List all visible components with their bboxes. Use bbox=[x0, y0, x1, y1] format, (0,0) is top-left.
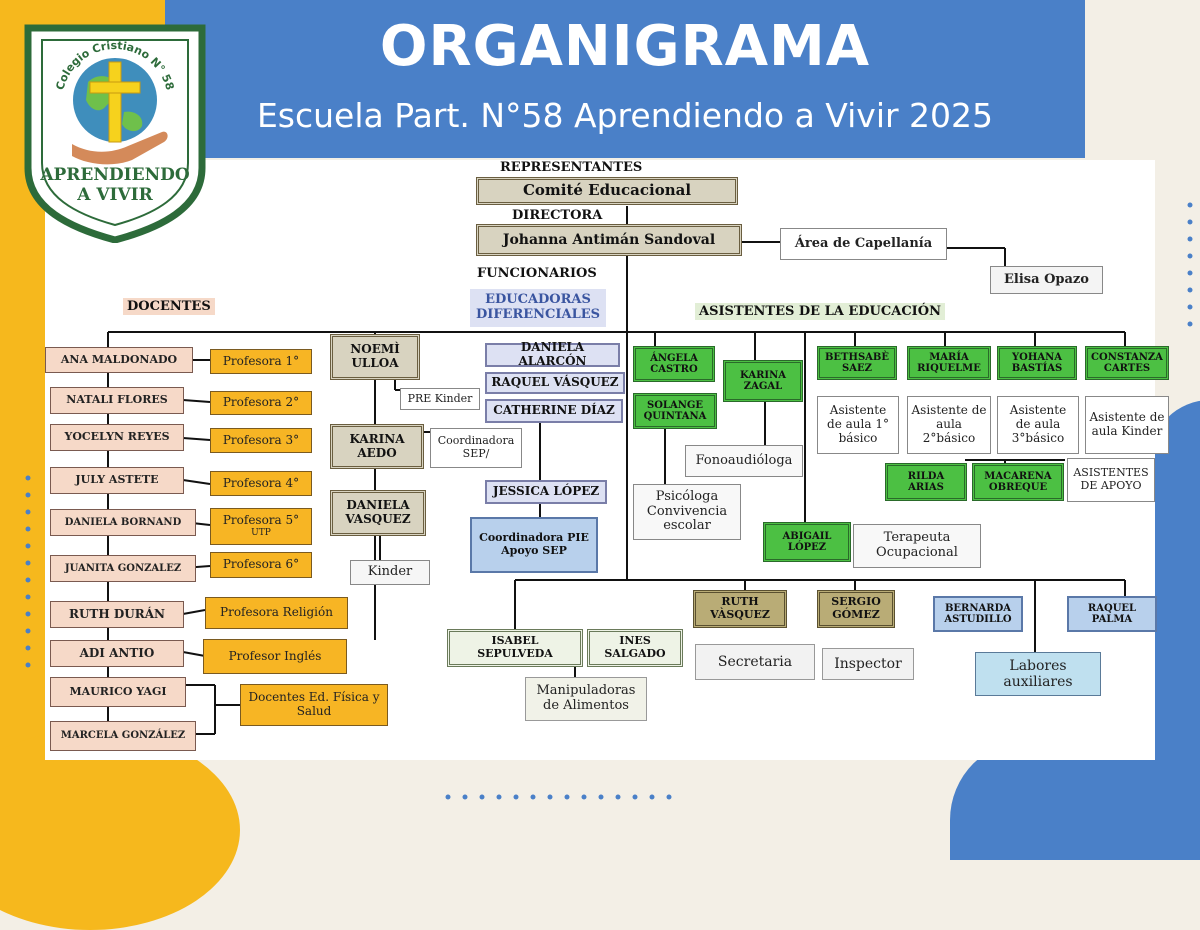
docente-role-6: Profesora 6° bbox=[210, 552, 312, 578]
docente-name-10: MARCELA GONZÁLEZ bbox=[50, 721, 196, 751]
aula-role-1: Asistente de aula 1° básico bbox=[817, 396, 899, 454]
page-subtitle: Escuela Part. N°58 Aprendiendo a Vivir 2… bbox=[256, 96, 994, 135]
docente-name-6: JUANITA GONZALEZ bbox=[50, 555, 196, 582]
capellan-box: Elisa Opazo bbox=[990, 266, 1103, 294]
docente-role-7: Profesora Religión bbox=[205, 597, 348, 629]
capellania-box: Área de Capellanía bbox=[780, 228, 947, 260]
daniela-vasquez-box: DANIELA VASQUEZ bbox=[330, 490, 426, 536]
educadora-4: JESSICA LÓPEZ bbox=[485, 480, 607, 504]
macarena-box: MACARENA OBREQUE bbox=[972, 463, 1064, 501]
section-asistentes: ASISTENTES DE LA EDUCACIÓN bbox=[695, 303, 945, 320]
raquel-palma-box: RAQUEL PALMA bbox=[1067, 596, 1157, 632]
section-educadoras: EDUCADORAS DIFERENCIALES bbox=[470, 289, 606, 327]
docente-role-5: Profesora 5° UTP bbox=[210, 508, 312, 545]
educadora-1: DANIELA ALARCÓN bbox=[485, 340, 620, 368]
docente-name-3: YOCELYN REYES bbox=[50, 424, 184, 451]
aula-name-1: BETHSABÈ SAEZ bbox=[817, 346, 897, 380]
docente-name-2: NATALI FLORES bbox=[50, 387, 184, 414]
rilda-box: RILDA ARIAS bbox=[885, 463, 967, 501]
solange-box: SOLANGE QUINTANA bbox=[633, 393, 717, 429]
docente-name-1: ANA MALDONADO bbox=[45, 347, 193, 373]
org-chart: REPRESENTANTES DIRECTORA FUNCIONARIOS DO… bbox=[45, 160, 1169, 760]
ines-box: INES SALGADO bbox=[587, 629, 683, 667]
docente-name-8: ADI ANTIO bbox=[50, 640, 184, 667]
docente-name-7: RUTH DURÁN bbox=[50, 601, 184, 628]
logo-line-2: A VIVIR bbox=[76, 185, 153, 205]
secretaria-box: Secretaria bbox=[695, 644, 815, 680]
docente-role-4: Profesora 4° bbox=[210, 471, 312, 496]
isabel-box: ISABEL SEPULVEDA bbox=[447, 629, 583, 667]
docente-role-3: Profesora 3° bbox=[210, 428, 312, 453]
docente-name-5: DANIELA BORNAND bbox=[50, 509, 196, 536]
angela-box: ÁNGELA CASTRO bbox=[633, 346, 715, 382]
docente-name-9: MAURICO YAGI bbox=[50, 677, 186, 707]
logo-line-1: APRENDIENDO bbox=[39, 165, 190, 185]
section-funcionarios: FUNCIONARIOS bbox=[477, 266, 597, 281]
docente-role-2: Profesora 2° bbox=[210, 391, 312, 415]
noemi-box: NOEMÌ ULLOA bbox=[330, 334, 420, 380]
aula-role-2: Asistente de aula 2°básico bbox=[907, 396, 991, 454]
coordinadora-sep-box: Coordinadora SEP/ bbox=[430, 428, 522, 468]
karina-zagal-box: KARINA ZAGAL bbox=[723, 360, 803, 402]
header-banner bbox=[165, 0, 1085, 158]
labores-box: Labores auxiliares bbox=[975, 652, 1101, 696]
fono-box: Fonoaudióloga bbox=[685, 445, 803, 477]
abigail-box: ABIGAIL LÓPEZ bbox=[763, 522, 851, 562]
sergio-box: SERGIO GÓMEZ bbox=[817, 590, 895, 628]
kinder-box: Kinder bbox=[350, 560, 430, 585]
docente-role-1: Profesora 1° bbox=[210, 349, 312, 374]
docente-role-8: Profesor Inglés bbox=[203, 639, 347, 674]
educadora-2: RAQUEL VÁSQUEZ bbox=[485, 372, 625, 394]
psicologa-box: Psicóloga Convivencia escolar bbox=[633, 484, 741, 540]
section-representantes: REPRESENTANTES bbox=[500, 160, 643, 175]
school-logo: Colegio Cristiano N° 58 APRENDIENDO A VI… bbox=[24, 24, 206, 243]
pie-box: Coordinadora PIE Apoyo SEP bbox=[470, 517, 598, 573]
prekinder-box: PRE Kinder bbox=[400, 388, 480, 410]
section-directora: DIRECTORA bbox=[512, 208, 603, 223]
bernarda-box: BERNARDA ASTUDILLO bbox=[933, 596, 1023, 632]
aula-name-2: MARÍA RIQUELME bbox=[907, 346, 991, 380]
karina-aedo-box: KARINA AEDO bbox=[330, 424, 424, 469]
manipuladoras-box: Manipuladoras de Alimentos bbox=[525, 677, 647, 721]
page-title: ORGANIGRAMA bbox=[379, 14, 871, 79]
aula-role-3: Asistente de aula 3°básico bbox=[997, 396, 1079, 454]
aula-name-3: YOHANA BASTÍAS bbox=[997, 346, 1077, 380]
docente-role-5-title: Profesora 5° bbox=[222, 513, 300, 528]
educadora-3: CATHERINE DÍAZ bbox=[485, 399, 623, 423]
inspector-box: Inspector bbox=[822, 648, 914, 680]
decorative-dots bbox=[25, 202, 1193, 800]
aula-name-4: CONSTANZA CARTES bbox=[1085, 346, 1169, 380]
ed-fisica-box: Docentes Ed. Física y Salud bbox=[240, 684, 388, 726]
ruth-vasquez-box: RUTH VÀSQUEZ bbox=[693, 590, 787, 628]
docente-role-5-sub: UTP bbox=[251, 528, 271, 539]
apoyo-box: ASISTENTES DE APOYO bbox=[1067, 458, 1155, 502]
terapeuta-box: Terapeuta Ocupacional bbox=[853, 524, 981, 568]
section-docentes: DOCENTES bbox=[123, 298, 215, 315]
aula-role-4: Asistente de aula Kinder bbox=[1085, 396, 1169, 454]
directora-box: Johanna Antimán Sandoval bbox=[476, 224, 742, 256]
comite-box: Comité Educacional bbox=[476, 177, 738, 205]
docente-name-4: JULY ASTETE bbox=[50, 467, 184, 494]
